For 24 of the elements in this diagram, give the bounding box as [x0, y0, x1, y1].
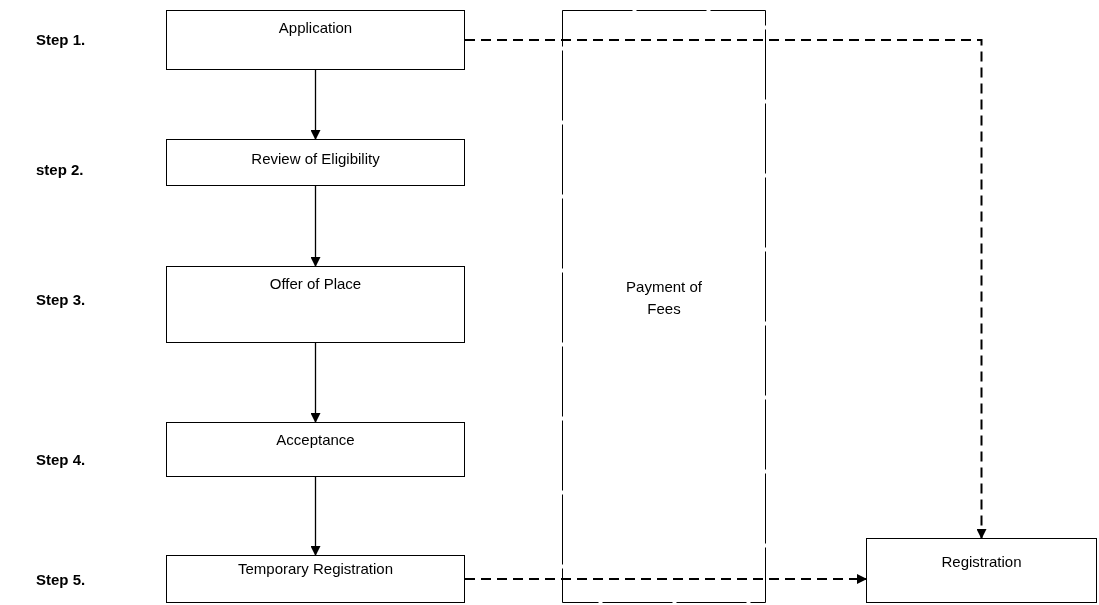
process-box [166, 266, 465, 343]
step-label: Step 1. [36, 32, 86, 47]
arrow [310, 185, 321, 267]
box-text: Application [277, 18, 354, 38]
step-label: Step 3. [36, 292, 86, 307]
box-text: Review of Eligibility [250, 149, 381, 169]
process-box [166, 555, 465, 603]
box-text: Acceptance [275, 430, 356, 450]
arrow [464, 39, 987, 539]
box-text: Payment of Fees [625, 277, 703, 319]
process-box [166, 422, 465, 477]
arrow [310, 69, 321, 140]
process-box [166, 139, 465, 186]
arrow [464, 574, 867, 584]
box-text: Registration [940, 552, 1023, 572]
box-text: Offer of Place [268, 274, 363, 294]
process-box [866, 538, 1097, 603]
box-text: Temporary Registration [236, 559, 395, 579]
step-label: step 2. [36, 162, 84, 177]
arrow [310, 342, 321, 423]
arrow [310, 476, 321, 556]
step-label: Step 4. [36, 452, 86, 467]
step-label: Step 5. [36, 572, 86, 587]
process-box [166, 10, 465, 70]
